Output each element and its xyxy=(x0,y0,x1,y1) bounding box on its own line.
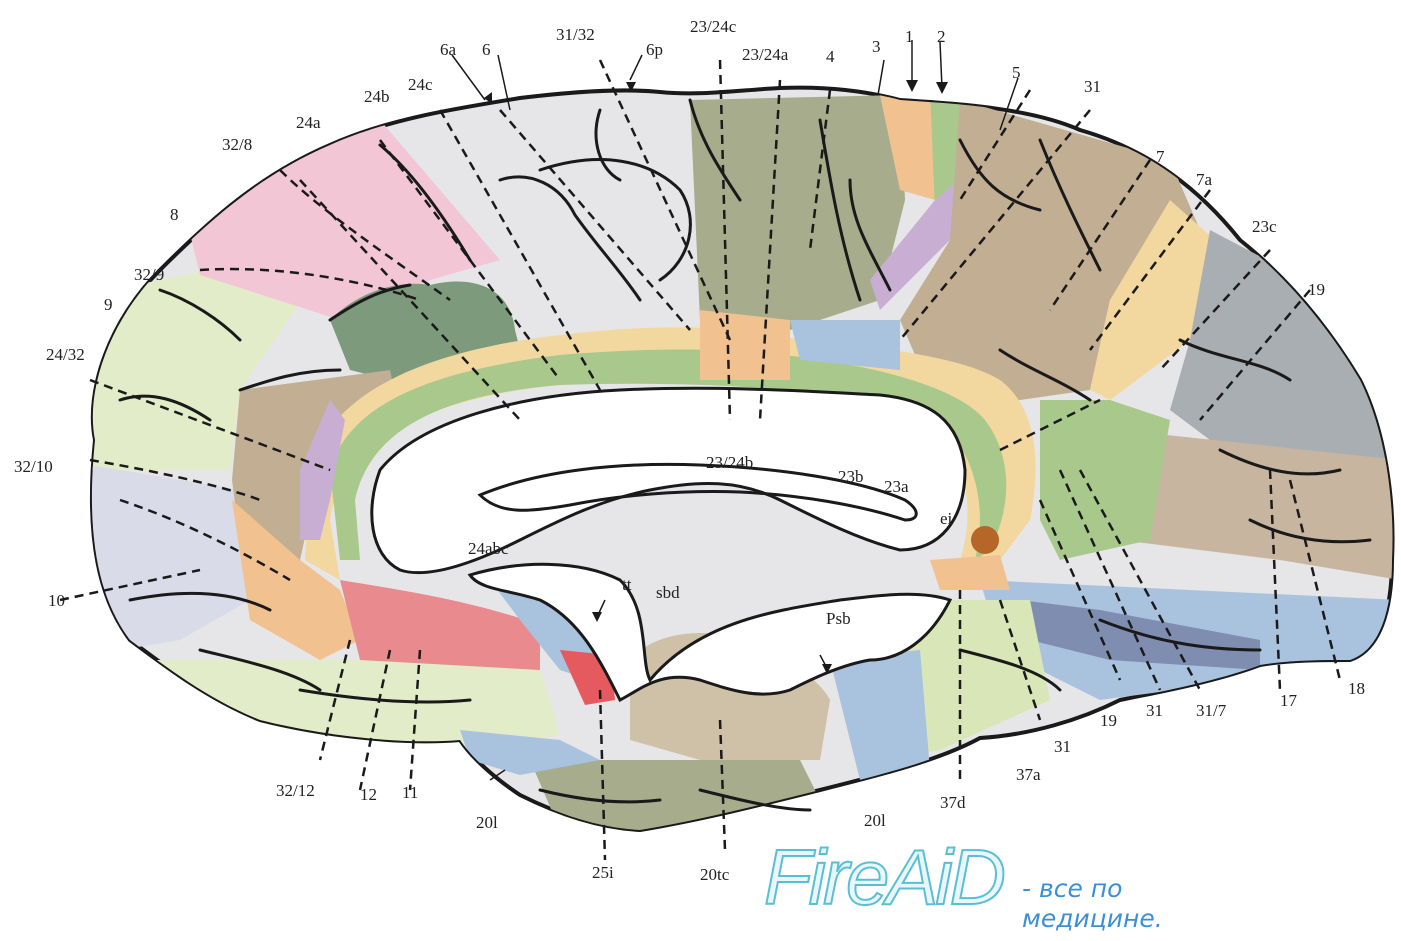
region-4-olive xyxy=(690,95,905,330)
label-6a: 6a xyxy=(440,40,457,59)
label-7a: 7a xyxy=(1196,170,1213,189)
label-32-8: 32/8 xyxy=(222,135,252,154)
label-12: 12 xyxy=(360,785,377,804)
label-24c: 24c xyxy=(408,75,433,94)
label-8: 8 xyxy=(170,205,179,224)
label-31-bot: 31 xyxy=(1054,737,1071,756)
label-1: 1 xyxy=(905,27,914,46)
region-ei-peach xyxy=(930,555,1010,590)
region-31-green xyxy=(1040,400,1170,560)
watermark-logo: FireAiD xyxy=(764,838,1003,916)
label-6: 6 xyxy=(482,40,491,59)
label-20tc: 20tc xyxy=(700,865,730,884)
label-37a: 37a xyxy=(1016,765,1041,784)
label-5: 5 xyxy=(1012,63,1021,82)
label-tt: tt xyxy=(622,575,632,594)
label-17: 17 xyxy=(1280,691,1298,710)
label-23-24c: 23/24c xyxy=(690,17,737,36)
label-19-top: 19 xyxy=(1308,280,1325,299)
label-sbd: sbd xyxy=(656,583,680,602)
region-ei-dot xyxy=(971,526,999,554)
region-23-24c-peach xyxy=(700,310,790,380)
label-31-top: 31 xyxy=(1084,77,1101,96)
label-24a: 24a xyxy=(296,113,321,132)
label-2: 2 xyxy=(937,27,946,46)
label-psb: Psb xyxy=(826,609,851,628)
label-32-12: 32/12 xyxy=(276,781,315,800)
watermark-tagline-line1: - все по xyxy=(1022,876,1122,901)
label-4: 4 xyxy=(826,47,835,66)
label-7: 7 xyxy=(1156,147,1165,166)
label-25i: 25i xyxy=(592,863,614,882)
label-24-32: 24/32 xyxy=(46,345,85,364)
label-31-bot2: 31 xyxy=(1146,701,1163,720)
label-23-24b: 23/24b xyxy=(706,453,753,472)
label-19-bot: 19 xyxy=(1100,711,1117,730)
label-9: 9 xyxy=(104,295,113,314)
label-ei: ei xyxy=(940,509,953,528)
label-20l-left: 20l xyxy=(476,813,498,832)
label-32-10: 32/10 xyxy=(14,457,53,476)
watermark-tagline-line2: медицине. xyxy=(1022,906,1163,931)
label-18: 18 xyxy=(1348,679,1365,698)
label-23a: 23a xyxy=(884,477,909,496)
label-3: 3 xyxy=(872,37,881,56)
label-23c: 23c xyxy=(1252,217,1277,236)
label-31-32: 31/32 xyxy=(556,25,595,44)
label-11: 11 xyxy=(402,783,418,802)
region-20tc-tan xyxy=(530,760,820,840)
label-23b: 23b xyxy=(838,467,864,486)
label-37d: 37d xyxy=(940,793,966,812)
label-23-24a: 23/24a xyxy=(742,45,789,64)
label-24b: 24b xyxy=(364,87,390,106)
label-32-9: 32/9 xyxy=(134,265,164,284)
label-20l-right: 20l xyxy=(864,811,886,830)
label-10: 10 xyxy=(48,591,65,610)
label-31-7: 31/7 xyxy=(1196,701,1227,720)
label-6p: 6p xyxy=(646,40,663,59)
label-24abc: 24abc xyxy=(468,539,509,558)
